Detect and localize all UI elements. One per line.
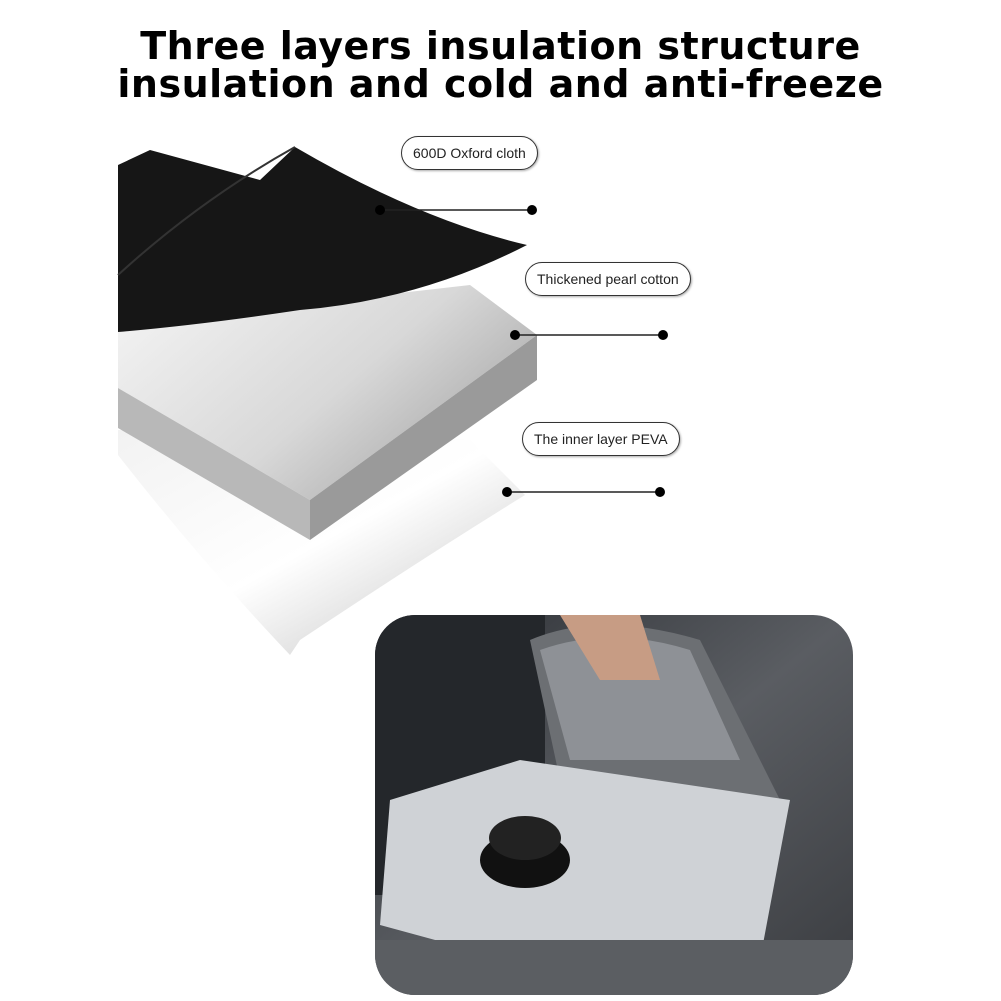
callout-oxford xyxy=(375,205,537,215)
callout-pearl-cotton xyxy=(510,330,668,340)
label-peva: The inner layer PEVA xyxy=(522,422,680,456)
title-line-2: insulation and cold and anti-freeze xyxy=(117,62,884,106)
label-pearl-cotton: Thickened pearl cotton xyxy=(525,262,691,296)
pearl-cotton-layer xyxy=(118,285,537,500)
product-photo xyxy=(375,615,853,995)
label-oxford-cloth: 600D Oxford cloth xyxy=(401,136,538,170)
title-line-1: Three layers insulation structure xyxy=(140,24,861,68)
callout-peva xyxy=(502,487,665,497)
